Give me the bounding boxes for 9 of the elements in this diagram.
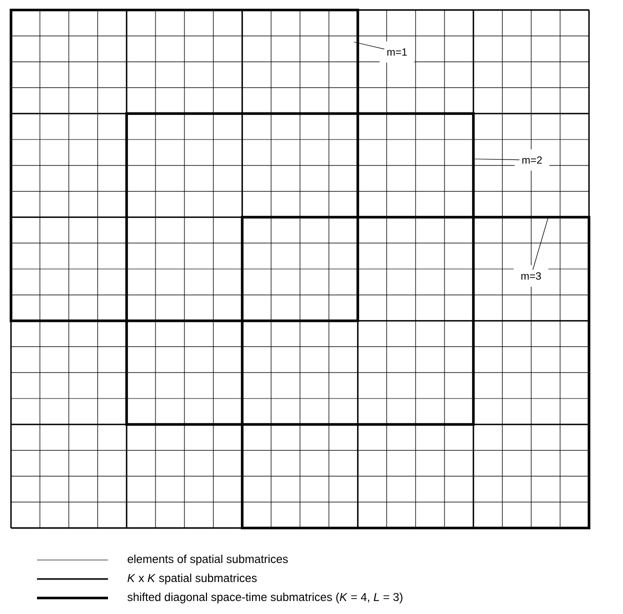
leader-line — [474, 158, 520, 160]
legend-text: shifted diagonal space-time submatrices (K = 4, L = 3) — [128, 592, 402, 604]
leader-line — [354, 42, 385, 50]
label: m=3 — [514, 265, 548, 287]
leader-line — [532, 218, 548, 270]
legend-text: elements of spatial submatrices — [128, 554, 288, 566]
label: m=2 — [514, 149, 550, 171]
legend-text: K x K spatial submatrices — [128, 574, 257, 584]
label: m=1 — [380, 41, 414, 63]
